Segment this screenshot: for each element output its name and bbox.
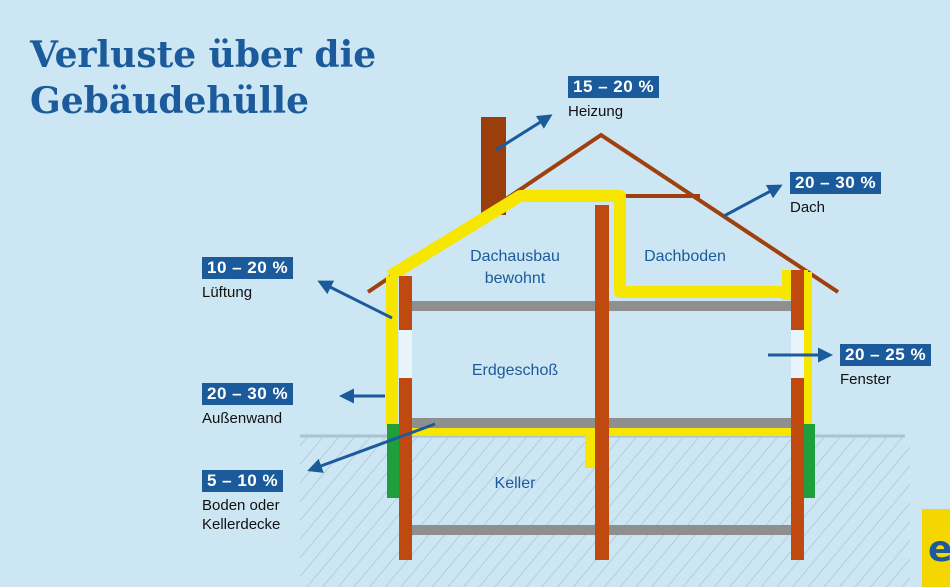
loss-label-roof: Dach — [790, 199, 826, 216]
chimney — [481, 117, 506, 215]
loss-label-outer-wall: Außenwand — [202, 410, 283, 427]
left-wall-lower — [399, 378, 412, 560]
percent-badge-floor: 5 – 10 % — [202, 470, 284, 492]
callout-floor: 5 – 10 % Boden oder Kellerdecke — [202, 470, 284, 534]
room-label-attic-living-line-1: Dachausbau — [470, 248, 560, 265]
callout-heating: 15 – 20 % Heizung — [568, 76, 660, 121]
page-title: Verluste über die Gebäudehülle — [30, 32, 376, 124]
right-wall-upper — [791, 270, 804, 330]
right-wall-insulation — [802, 272, 812, 426]
room-label-basement: Keller — [494, 475, 536, 492]
title-line-2: Gebäudehülle — [30, 80, 309, 122]
arrow-heating — [495, 114, 553, 152]
loss-label-heating: Heizung — [568, 103, 624, 120]
arrow-ventilation — [317, 280, 393, 320]
center-wall — [595, 205, 609, 560]
loss-label-windows: Fenster — [840, 371, 891, 388]
loss-label-floor: Boden oder — [202, 497, 280, 514]
callout-roof: 20 – 30 % Dach — [790, 172, 882, 217]
arrow-floor — [307, 422, 436, 473]
brand-logo: e — [922, 509, 950, 587]
loss-label-ventilation: Lüftung — [202, 284, 253, 301]
callout-ventilation: 10 – 20 % Lüftung — [202, 257, 294, 302]
left-wall-insulation — [386, 276, 398, 426]
arrow-roof — [723, 184, 783, 218]
brand-logo-letter: e — [928, 529, 950, 570]
right-wall-lower — [791, 378, 804, 560]
perimeter-insulation-left — [387, 424, 400, 498]
room-label-attic-living-line-2: bewohnt — [484, 270, 546, 287]
room-label-attic-living: Dachausbau bewohnt — [450, 246, 580, 290]
percent-badge-roof: 20 – 30 % — [790, 172, 882, 194]
percent-badge-ventilation: 10 – 20 % — [202, 257, 294, 279]
window-left — [399, 330, 412, 378]
room-label-attic: Dachboden — [644, 248, 726, 265]
percent-badge-windows: 20 – 25 % — [840, 344, 932, 366]
perimeter-insulation-right — [803, 424, 815, 498]
attic-insulation — [386, 190, 802, 298]
left-wall-upper — [399, 276, 412, 330]
room-label-ground-floor: Erdgeschoß — [471, 362, 559, 379]
callout-windows: 20 – 25 % Fenster — [840, 344, 932, 389]
loss-label-floor-line-2: Kellerdecke — [202, 516, 281, 533]
callout-outer-wall: 20 – 30 % Außenwand — [202, 383, 294, 428]
title-line-1: Verluste über die — [30, 34, 377, 76]
percent-badge-heating: 15 – 20 % — [568, 76, 660, 98]
percent-badge-outer-wall: 20 – 30 % — [202, 383, 294, 405]
